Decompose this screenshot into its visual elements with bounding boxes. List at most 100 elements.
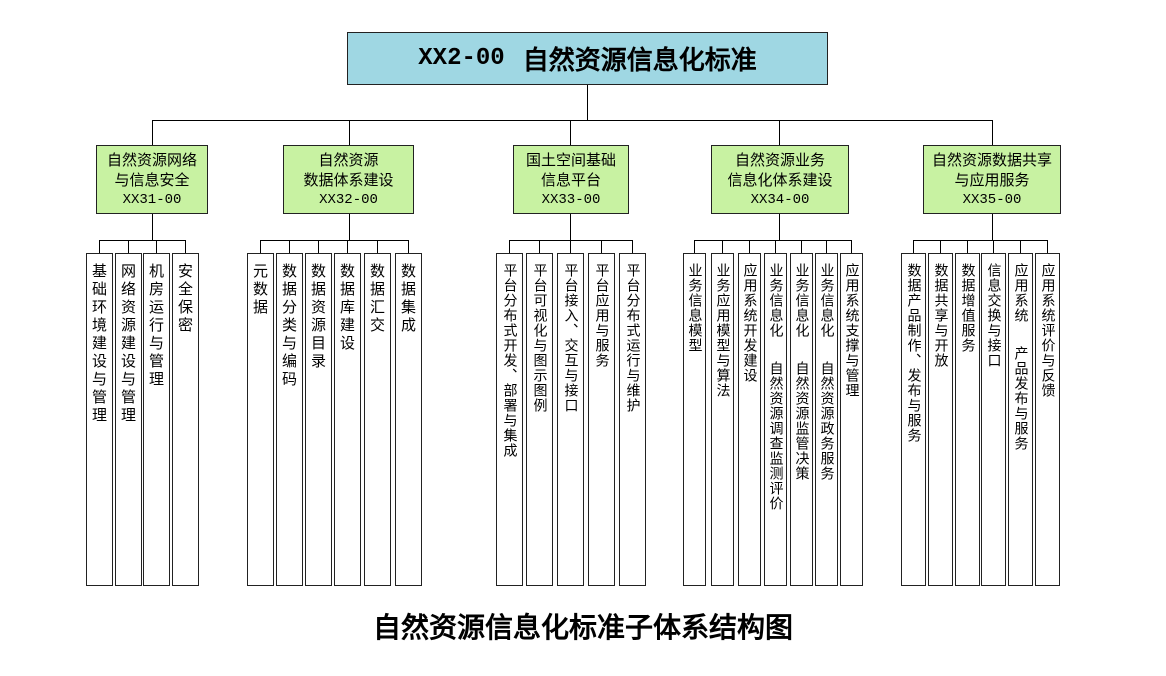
child-box: 数据集成 <box>395 253 422 586</box>
group-box-xx31: 自然资源网络 与信息安全 XX31-00 <box>96 145 208 214</box>
child-box: 数据汇交 <box>364 253 391 586</box>
child-label: 机房运行与管理 <box>147 263 165 389</box>
child-label: 数据库建设 <box>338 263 356 353</box>
child-box: 数据分类与编码 <box>276 253 303 586</box>
group-title-line: 数据体系建设 <box>303 170 394 189</box>
group-title-line: 与应用服务 <box>954 170 1030 189</box>
child-label: 数据汇交 <box>368 263 386 335</box>
connector-line <box>992 120 993 145</box>
connector-line <box>779 214 780 240</box>
child-label: 安全保密 <box>176 263 194 335</box>
child-box: 应用系统 产品发布与服务 <box>1008 253 1033 586</box>
connector-line <box>347 240 348 253</box>
connector-line <box>408 240 409 253</box>
connector-line <box>851 240 852 253</box>
child-box: 业务信息模型 <box>683 253 706 586</box>
child-box: 业务信息化 自然资源调查监测评价 <box>764 253 787 586</box>
connector-line <box>152 120 993 121</box>
connector-line <box>260 240 409 241</box>
connector-line <box>349 214 350 240</box>
group-code: XX32-00 <box>319 191 378 208</box>
connector-line <box>992 214 993 240</box>
child-label: 元数据 <box>251 263 269 317</box>
connector-line <box>509 240 633 241</box>
connector-line <box>539 240 540 253</box>
connector-line <box>1047 240 1048 253</box>
diagram-caption: 自然资源信息化标准子体系结构图 <box>372 611 793 644</box>
child-box: 业务信息化 自然资源政务服务 <box>815 253 838 586</box>
connector-line <box>722 240 723 253</box>
child-label: 平台分布式运行与维护 <box>624 263 641 413</box>
child-label: 应用系统开发建设 <box>741 263 758 383</box>
child-box: 网络资源建设与管理 <box>115 253 142 586</box>
connector-line <box>318 240 319 253</box>
root-box: XX2-00 自然资源信息化标准 <box>347 32 828 85</box>
child-label: 业务应用模型与算法 <box>714 263 731 398</box>
child-label: 业务信息模型 <box>686 263 703 353</box>
connector-line <box>601 240 602 253</box>
connector-line <box>99 240 100 253</box>
group-code: XX33-00 <box>541 191 601 208</box>
connector-line <box>993 240 994 253</box>
connector-line <box>801 240 802 253</box>
connector-line <box>185 240 186 253</box>
child-box: 元数据 <box>247 253 274 586</box>
child-label: 应用系统评价与反馈 <box>1039 263 1056 398</box>
group-code: XX34-00 <box>750 191 810 208</box>
child-box: 平台分布式运行与维护 <box>619 253 646 586</box>
child-box: 业务应用模型与算法 <box>711 253 734 586</box>
child-label: 基础环境建设与管理 <box>90 263 108 425</box>
root-title: 自然资源信息化标准 <box>522 46 757 76</box>
connector-line <box>99 240 186 241</box>
child-label: 网络资源建设与管理 <box>119 263 137 425</box>
connector-line <box>509 240 510 253</box>
child-label: 数据分类与编码 <box>280 263 298 389</box>
connector-line <box>967 240 968 253</box>
group-code: XX35-00 <box>962 191 1022 208</box>
child-box: 数据库建设 <box>334 253 361 586</box>
connector-line <box>1020 240 1021 253</box>
group-box-xx35: 自然资源数据共享 与应用服务 XX35-00 <box>923 145 1061 214</box>
child-box: 应用系统开发建设 <box>738 253 761 586</box>
connector-line <box>632 240 633 253</box>
group-box-xx32: 自然资源 数据体系建设 XX32-00 <box>283 145 414 214</box>
connector-line <box>570 120 571 145</box>
child-box: 应用系统评价与反馈 <box>1035 253 1060 586</box>
root-code: XX2-00 <box>418 45 505 72</box>
child-box: 安全保密 <box>172 253 199 586</box>
child-label: 平台分布式开发、部署与集成 <box>501 263 518 458</box>
child-box: 平台可视化与图示图例 <box>526 253 553 586</box>
child-box: 数据共享与开放 <box>928 253 953 586</box>
connector-line <box>913 240 1048 241</box>
connector-line <box>826 240 827 253</box>
group-title-line: 自然资源 <box>318 150 379 169</box>
connector-line <box>694 240 852 241</box>
child-label: 应用系统 产品发布与服务 <box>1012 263 1029 451</box>
group-title-line: 自然资源网络 <box>106 150 197 169</box>
connector-line <box>349 120 350 145</box>
child-box: 平台接入、交互与接口 <box>557 253 584 586</box>
child-label: 数据产品制作、发布与服务 <box>905 263 922 443</box>
child-box: 机房运行与管理 <box>143 253 170 586</box>
connector-line <box>152 120 153 145</box>
group-title-line: 自然资源数据共享 <box>931 150 1052 169</box>
connector-line <box>377 240 378 253</box>
connector-line <box>260 240 261 253</box>
connector-line <box>940 240 941 253</box>
child-label: 业务信息化 自然资源政务服务 <box>818 263 835 481</box>
group-title-line: 国土空间基础 <box>525 150 616 169</box>
child-label: 平台接入、交互与接口 <box>562 263 579 413</box>
connector-line <box>128 240 129 253</box>
child-box: 平台分布式开发、部署与集成 <box>496 253 523 586</box>
child-label: 业务信息化 自然资源调查监测评价 <box>767 263 784 511</box>
group-code: XX31-00 <box>122 191 182 208</box>
group-title-line: 与信息安全 <box>114 170 190 189</box>
child-label: 数据集成 <box>399 263 417 335</box>
connector-line <box>156 240 157 253</box>
child-label: 信息交换与接口 <box>985 263 1002 368</box>
child-label: 应用系统支撑与管理 <box>843 263 860 398</box>
child-box: 基础环境建设与管理 <box>86 253 113 586</box>
child-box: 业务信息化 自然资源监管决策 <box>790 253 813 586</box>
child-box: 数据增值服务 <box>955 253 980 586</box>
child-box: 数据资源目录 <box>305 253 332 586</box>
